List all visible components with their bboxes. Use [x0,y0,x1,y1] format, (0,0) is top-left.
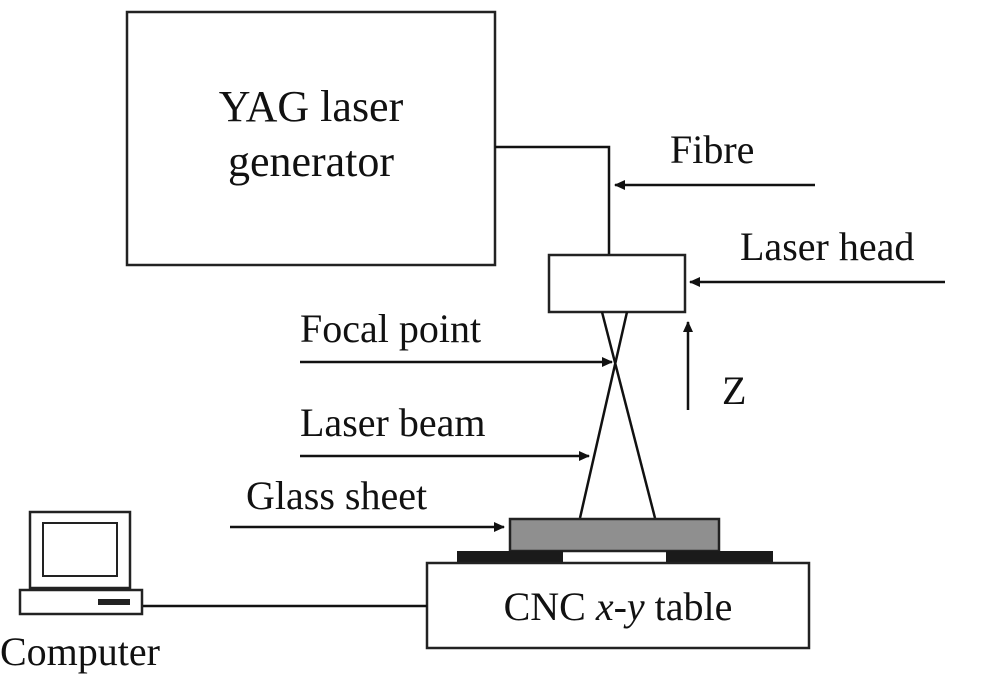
glass-sheet-label: Glass sheet [246,473,427,518]
glass-sheet [508,517,721,553]
cnc-table-label-suffix: table [645,584,733,629]
table-support-left [457,551,563,563]
fibre-label: Fibre [670,127,754,172]
table-support-right [666,551,773,563]
generator-box [125,10,497,267]
laser-beam-line-right [578,311,629,519]
cnc-table-label-prefix: CNC [504,584,596,629]
laser-generator: YAG laser generator [125,10,497,267]
z-axis-label: Z [722,368,746,413]
laser-beam-line-left [600,311,657,519]
fibre-cable [495,145,611,255]
computer-icon [18,510,144,616]
laser-beam-label: Laser beam [300,400,485,445]
cnc-table-label: CNC x-y table [504,584,733,629]
cnc-table-label-axes: x-y [595,584,645,629]
generator-label-line1: YAG laser [219,82,404,131]
laser-head-box [547,253,687,314]
computer-label: Computer [0,629,160,674]
focal-point-label: Focal point [300,306,481,351]
laser-head-label: Laser head [740,224,914,269]
generator-label-line2: generator [228,137,394,186]
